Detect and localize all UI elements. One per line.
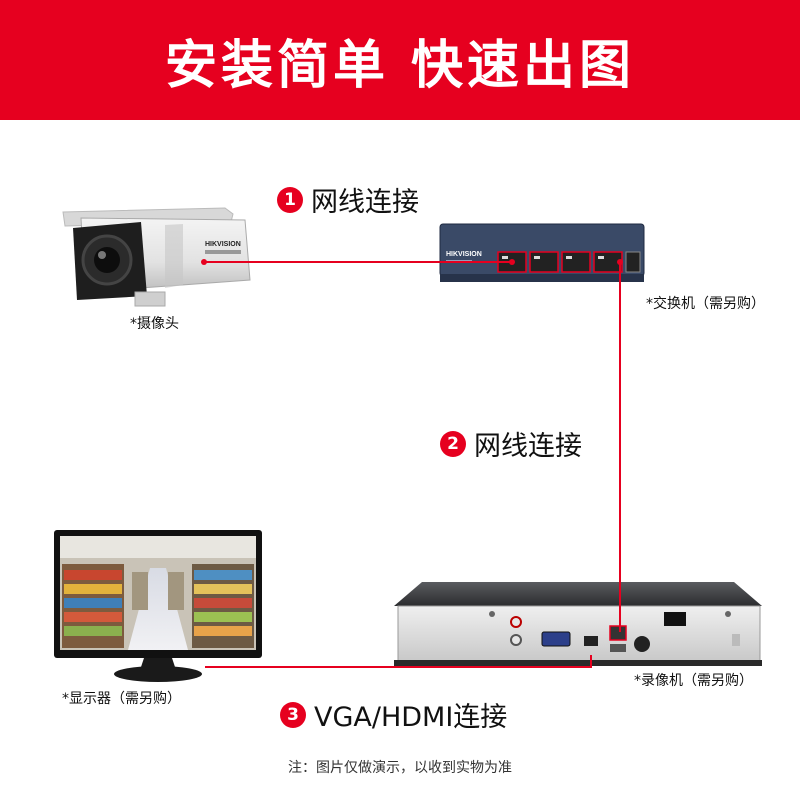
camera-image: HIKVISION [62, 207, 251, 307]
step-1-label: 1 网线连接 [277, 180, 419, 219]
monitor-image [54, 530, 262, 682]
footer-note: 注：图片仅做演示，以收到实物为准 [288, 760, 512, 776]
switch-brand-text: HIKVISION [446, 251, 482, 258]
camera-brand-text: HIKVISION [205, 241, 241, 248]
step-2-label: 2 网线连接 [440, 424, 582, 463]
step-2-number: 2 [440, 430, 466, 457]
step-3-label: 3 VGA/HDMI连接 [280, 695, 507, 734]
step-3-text: VGA/HDMI连接 [314, 702, 508, 733]
monitor-caption: *显示器（需另购） [62, 691, 181, 707]
switch-caption: *交换机（需另购） [646, 296, 765, 312]
nvr-caption: *录像机（需另购） [634, 673, 753, 689]
step-2-text: 网线连接 [474, 431, 582, 462]
step-3-number: 3 [280, 701, 306, 728]
step-1-text: 网线连接 [311, 187, 419, 218]
step-1-number: 1 [277, 186, 303, 213]
camera-caption: *摄像头 [130, 316, 179, 332]
wire-nvr-monitor [205, 655, 592, 668]
banner-title: 安装简单 快速出图 [0, 0, 800, 120]
nvr-image [394, 582, 762, 666]
